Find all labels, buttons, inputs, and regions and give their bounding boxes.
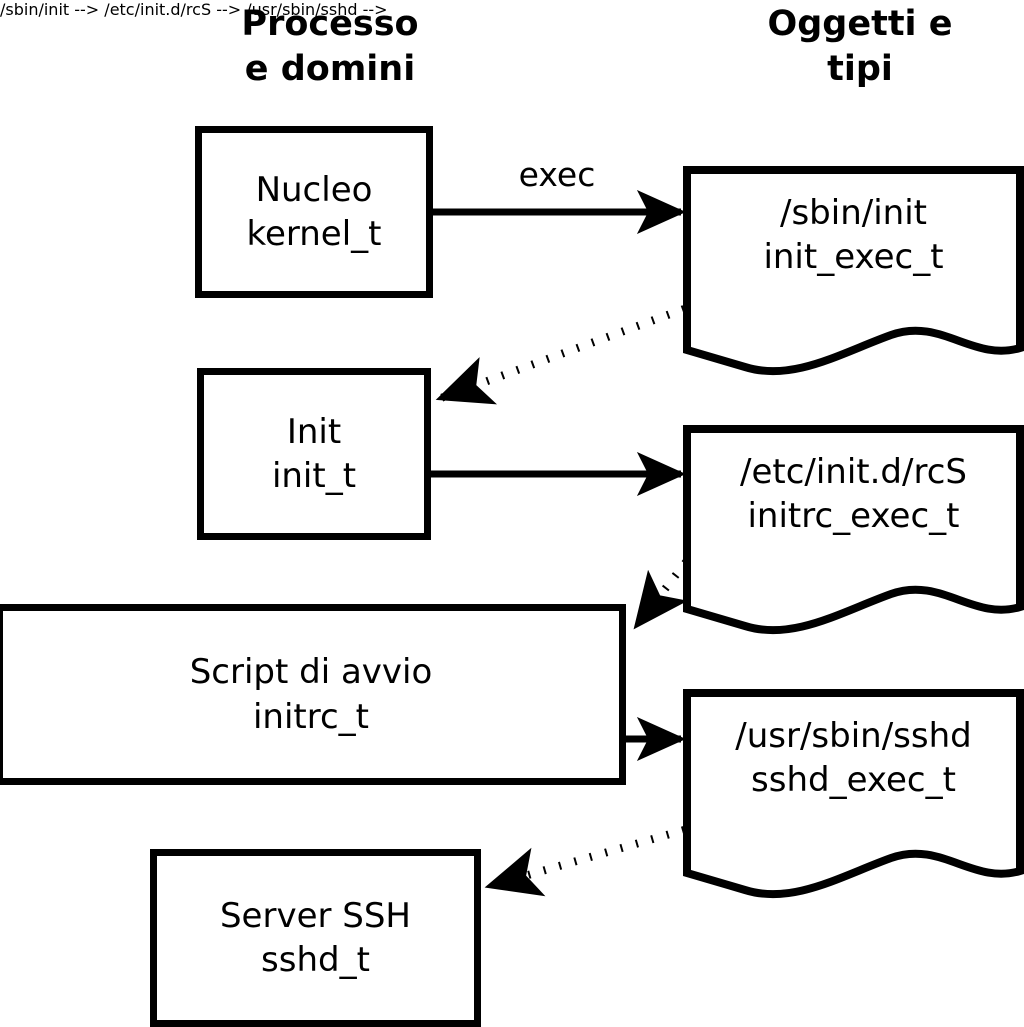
process-node-init[interactable]: Init init_t xyxy=(197,368,431,540)
process-node-init-label: Init init_t xyxy=(271,411,357,496)
column-header-processes: Processo e domini xyxy=(241,4,419,89)
column-header-objects: Oggetti e tipi xyxy=(767,4,953,89)
process-node-kernel[interactable]: Nucleo kernel_t xyxy=(195,126,433,298)
edge-label-exec: exec xyxy=(518,155,596,194)
process-node-sshd[interactable]: Server SSH sshd_t xyxy=(150,849,481,1027)
process-node-sshd-label: Server SSH sshd_t xyxy=(219,895,412,980)
process-node-kernel-label: Nucleo kernel_t xyxy=(246,169,382,254)
process-node-initrc-label: Script di avvio initrc_t xyxy=(189,652,433,737)
object-node-sshd-exec[interactable]: /usr/sbin/sshd sshd_exec_t xyxy=(683,689,1024,904)
object-node-init-exec[interactable]: /sbin/init init_exec_t xyxy=(683,166,1024,381)
process-node-initrc[interactable]: Script di avvio initrc_t xyxy=(0,604,626,785)
object-node-initrc-exec[interactable]: /etc/init.d/rcS initrc_exec_t xyxy=(683,425,1024,640)
